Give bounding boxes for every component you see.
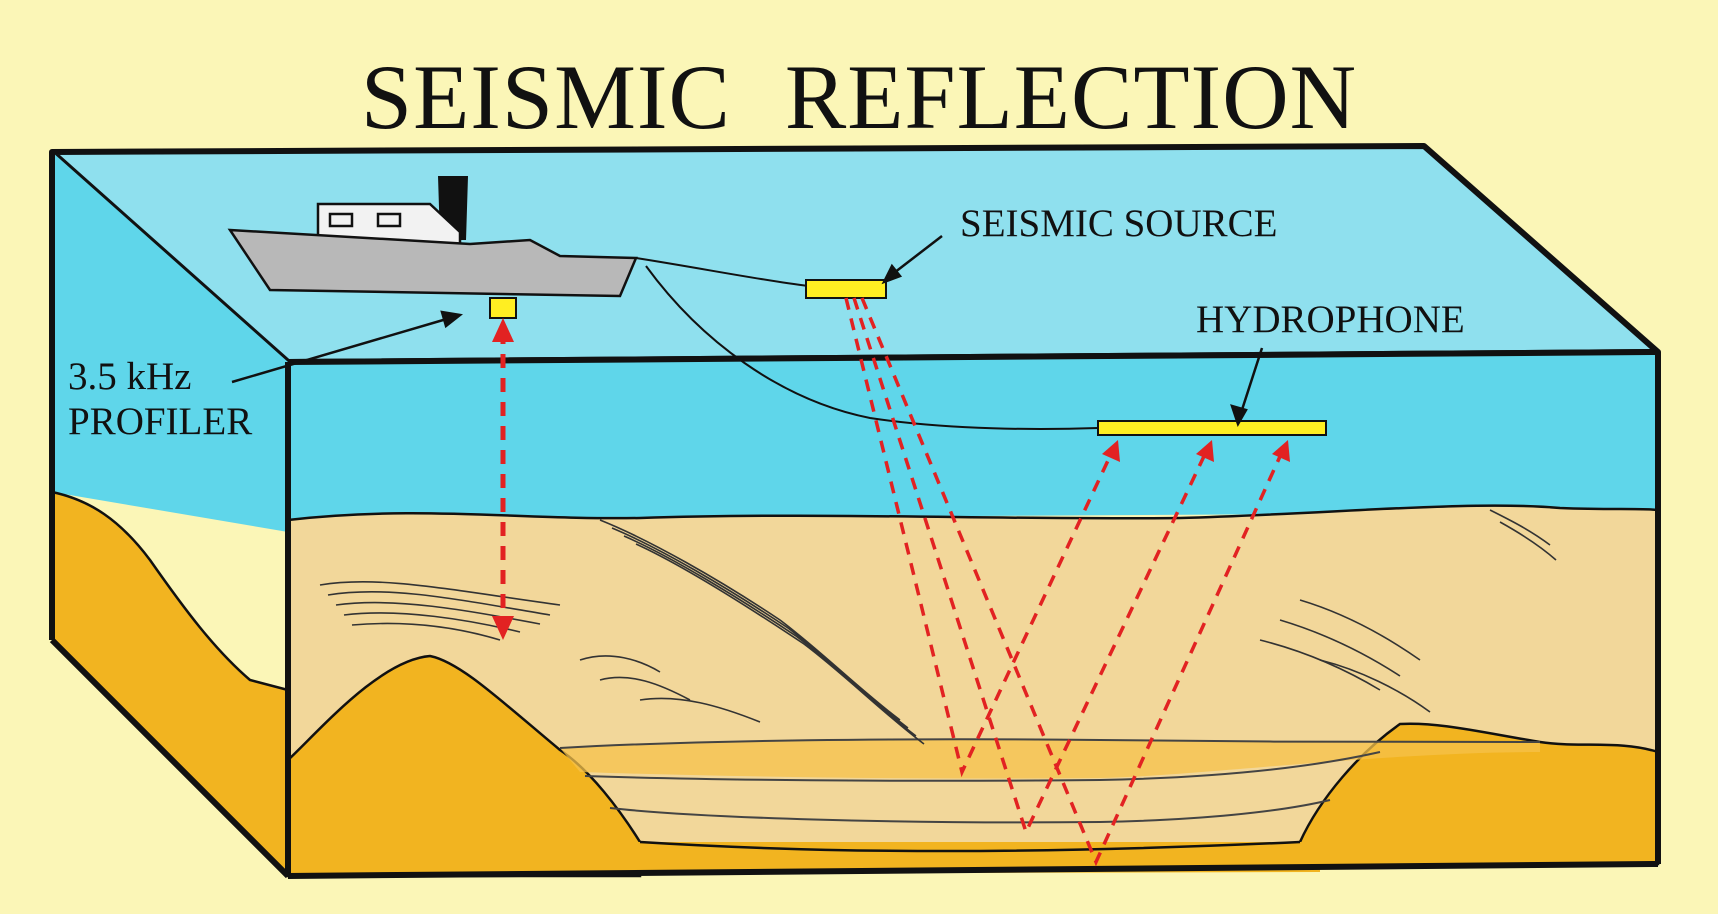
sediment-reflectors — [319, 509, 1557, 745]
left-face-bedrock — [52, 492, 288, 876]
seafloor-line — [287, 504, 1659, 522]
arrow-down-icon — [492, 616, 514, 640]
front-face-water — [288, 352, 1658, 520]
seismic-rays — [844, 297, 1284, 867]
block-left-bottom-edge — [49, 637, 291, 879]
profiler-label: 3.5 kHz PROFILER — [68, 355, 252, 445]
basin-layer-upper — [560, 739, 1540, 779]
arrow-up-icon — [492, 318, 514, 342]
left-face-water — [52, 152, 288, 532]
profiler-label-line1: 3.5 kHz — [68, 355, 192, 398]
ship-window — [376, 212, 402, 228]
ray-3 — [860, 297, 1284, 867]
ray-1 — [844, 297, 1114, 778]
basin-layer-line-1 — [559, 738, 1541, 749]
hydrophone-label: HYDROPHONE — [1196, 298, 1465, 341]
block-bottom-edge — [287, 861, 1659, 879]
profiler-ray — [492, 318, 514, 640]
block-front-top-edge — [287, 349, 1659, 365]
hydrophone-streamer — [1097, 420, 1327, 436]
basin-layer-line-2 — [584, 751, 1381, 782]
ship-icon — [227, 176, 638, 298]
diagram-title: SEISMIC REFLECTION — [360, 46, 1358, 148]
profiler-device — [489, 297, 517, 319]
basin-floor-line — [639, 840, 1301, 853]
ray-2 — [852, 297, 1208, 837]
left-face-seafloor-line — [51, 490, 289, 692]
seismic-source-device — [805, 279, 887, 299]
hydrophone-tow-cable — [645, 265, 1099, 430]
seismic-source-label: SEISMIC SOURCE — [960, 202, 1278, 245]
ship-window — [328, 212, 354, 228]
leader-lines — [231, 235, 1264, 428]
bedrock-right-rise — [1298, 722, 1660, 870]
ship-hull — [227, 228, 638, 298]
source-tow-cable — [635, 257, 809, 287]
ray-arrowheads — [1102, 440, 1290, 462]
basin-layer-line-3 — [609, 799, 1331, 824]
profiler-label-line2: PROFILER — [68, 399, 253, 443]
